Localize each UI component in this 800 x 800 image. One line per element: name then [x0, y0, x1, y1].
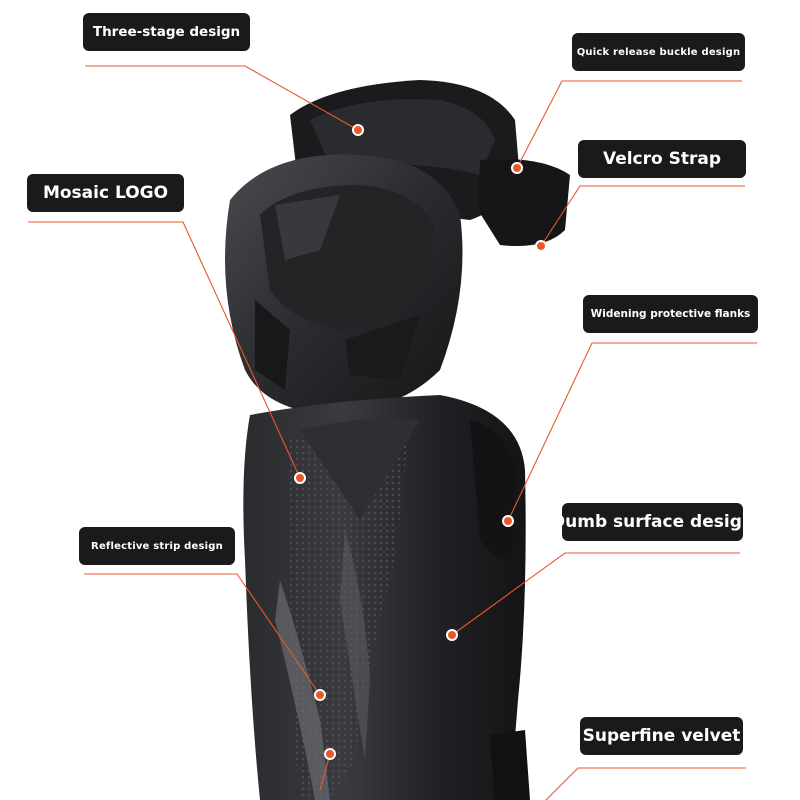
label-dumb-surface: Dumb surface design: [551, 503, 754, 541]
label-velcro: Velcro Strap: [578, 140, 746, 178]
knee-cap-vent: [345, 315, 420, 380]
label-reflective-strip: Reflective strip design: [79, 527, 235, 565]
velcro-strap: [478, 159, 570, 246]
label-flanks: Widening protective flanks: [583, 295, 758, 333]
label-mosaic-logo: Mosaic LOGO: [27, 174, 184, 212]
shin-center-ridge: [300, 418, 420, 520]
label-quick-release: Quick release buckle design: [572, 33, 745, 71]
label-three-stage: Three-stage design: [83, 13, 250, 51]
velvet-padding: [490, 730, 530, 800]
label-superfine-velvet: Superfine velvet: [580, 717, 743, 755]
reflective-strip-right: [340, 530, 370, 760]
